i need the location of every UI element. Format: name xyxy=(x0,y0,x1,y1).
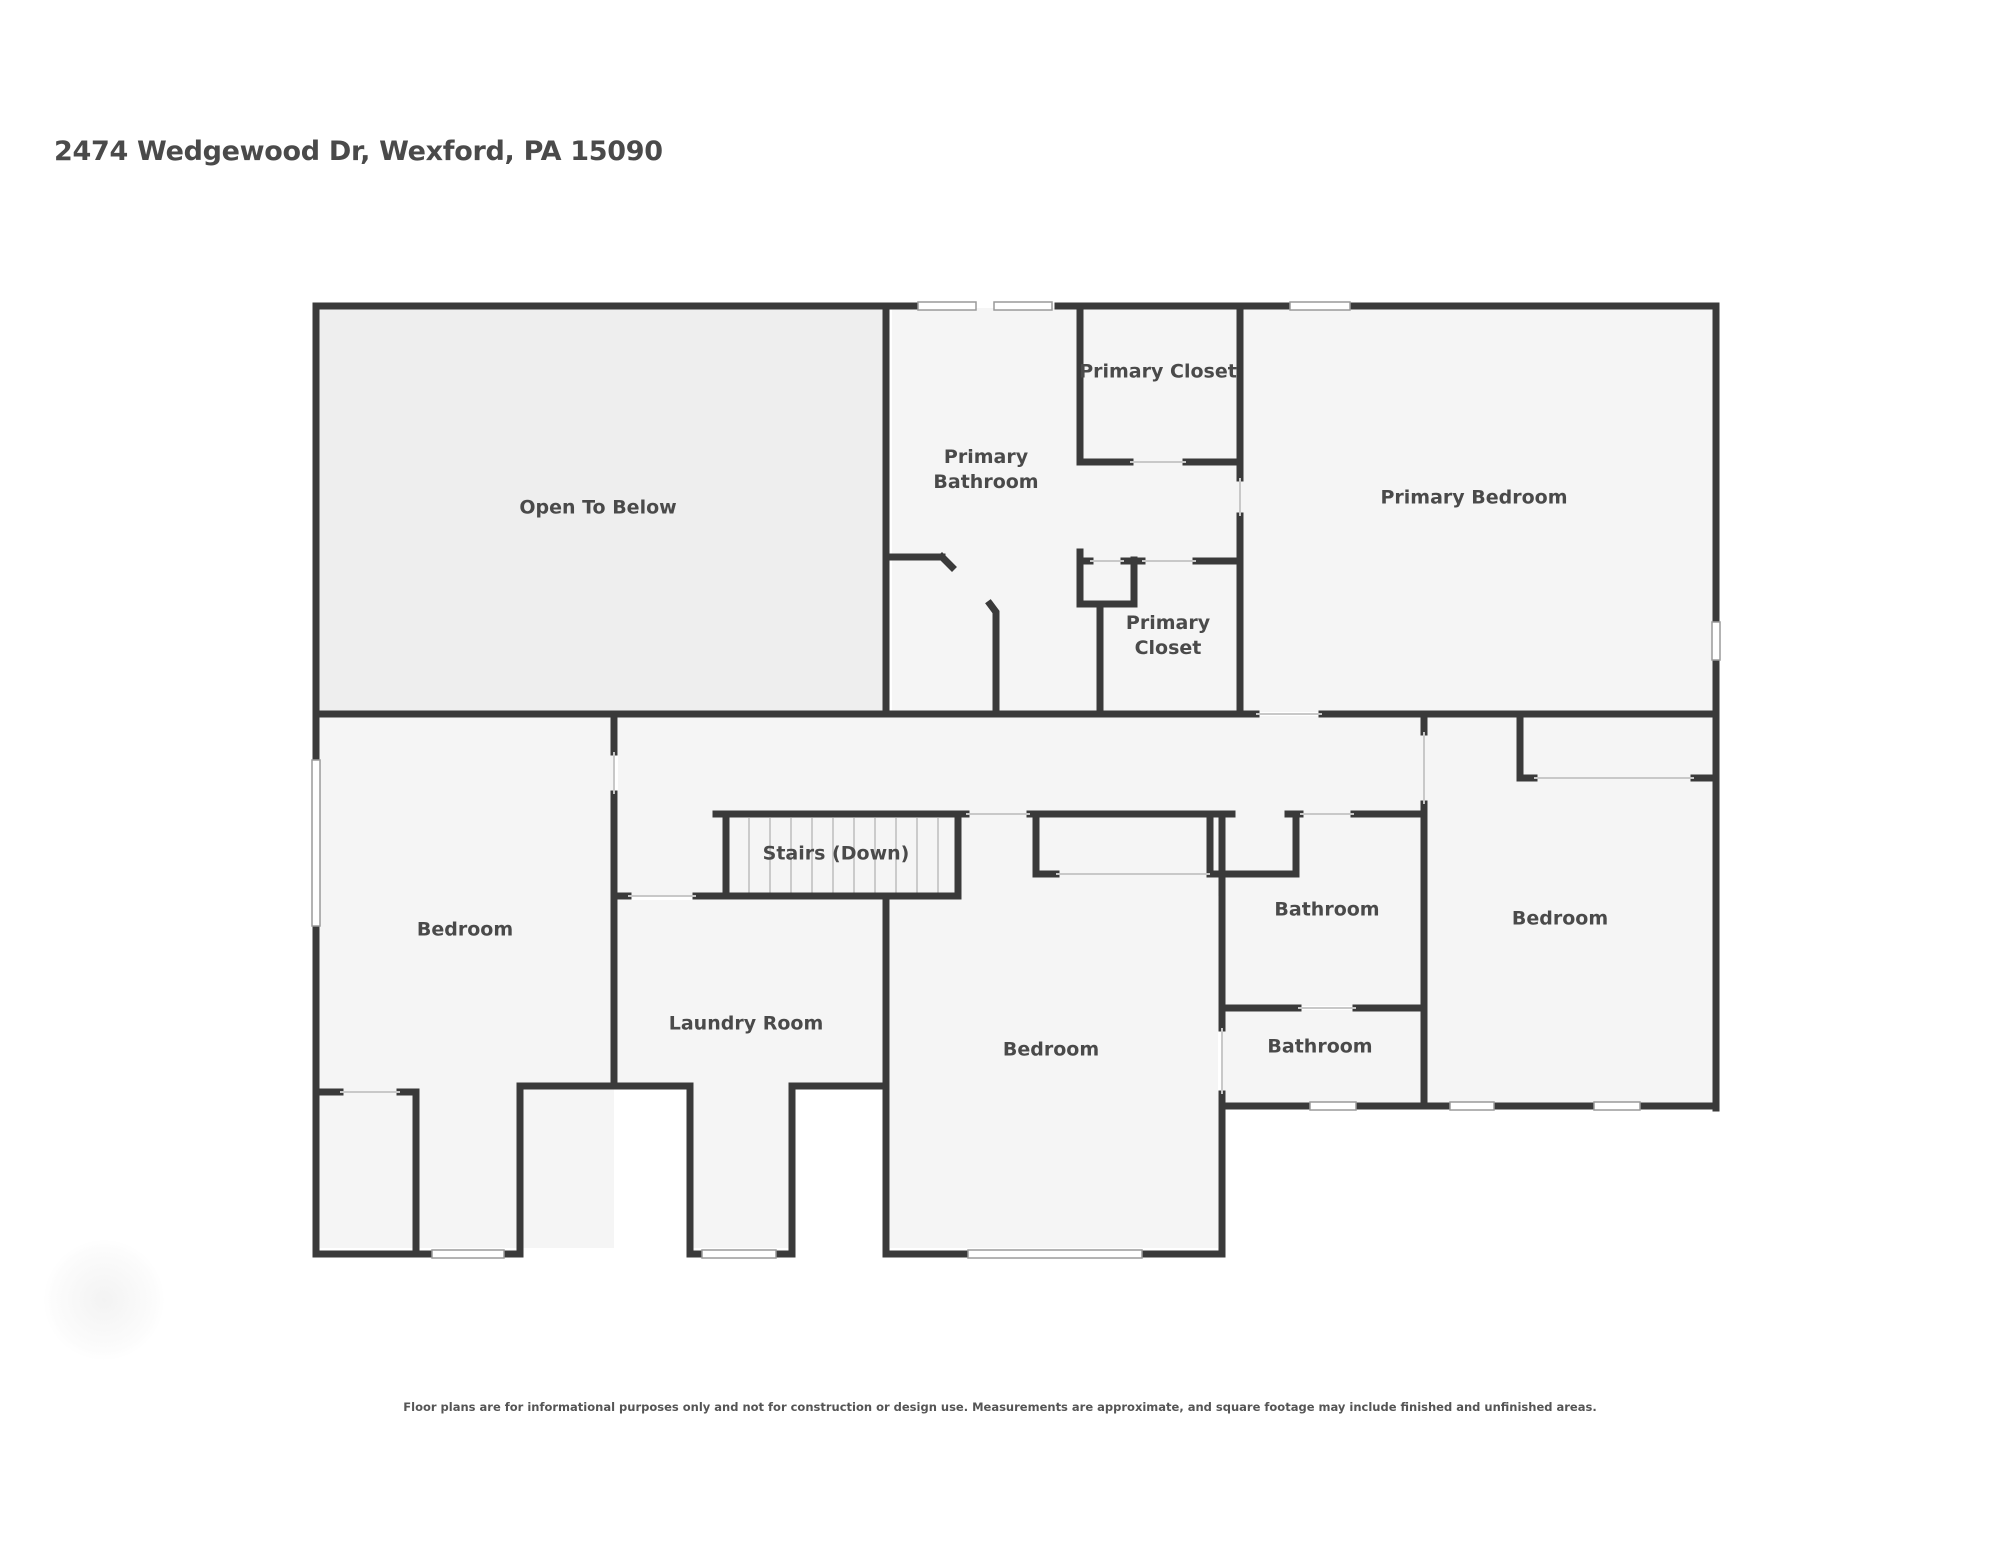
label-primary-bedroom: Primary Bedroom xyxy=(1380,486,1568,509)
label-primary-bathroom-line2: Bathroom xyxy=(933,471,1039,493)
label-primary-closet-bottom: Primary Closet xyxy=(1126,611,1210,661)
label-bedroom-center: Bedroom xyxy=(1002,1038,1100,1061)
room-primary-bathroom xyxy=(892,308,1244,712)
label-laundry-room: Laundry Room xyxy=(668,1012,824,1035)
disclaimer-text: Floor plans are for informational purpos… xyxy=(403,1400,1597,1414)
label-primary-bathroom: Primary Bathroom xyxy=(933,445,1038,495)
label-primary-bathroom-line1: Primary xyxy=(943,446,1029,468)
label-bathroom-upper: Bathroom xyxy=(1274,898,1380,921)
label-bedroom-left: Bedroom xyxy=(416,918,514,941)
room-open-to-below xyxy=(318,308,886,712)
room-bedroom-left-closet xyxy=(318,1092,416,1248)
label-stairs: Stairs (Down) xyxy=(762,842,910,865)
label-bedroom-right: Bedroom xyxy=(1511,907,1609,930)
room-bedroom-center xyxy=(890,812,1218,1248)
room-bedroom-right xyxy=(1426,716,1716,1106)
walls xyxy=(312,302,1720,1258)
room-primary-bedroom xyxy=(1244,308,1716,712)
label-primary-closet-line1: Primary xyxy=(1125,612,1211,634)
property-address: 2474 Wedgewood Dr, Wexford, PA 15090 xyxy=(54,136,663,167)
room-laundry xyxy=(618,900,886,1086)
room-bathroom-lower xyxy=(1222,1010,1422,1106)
door-openings xyxy=(340,461,1694,1094)
label-bathroom-lower: Bathroom xyxy=(1267,1035,1373,1058)
label-primary-closet-line2: Closet xyxy=(1134,637,1202,659)
windows xyxy=(311,301,1721,1259)
watermark-logo xyxy=(44,1240,164,1360)
room-bathroom-upper xyxy=(1222,816,1422,1006)
room-laundry-alcove xyxy=(690,1086,790,1248)
room-fills xyxy=(318,308,1716,1248)
label-primary-closet-top: Primary Closet xyxy=(1079,360,1237,383)
label-open-to-below: Open To Below xyxy=(519,496,677,519)
